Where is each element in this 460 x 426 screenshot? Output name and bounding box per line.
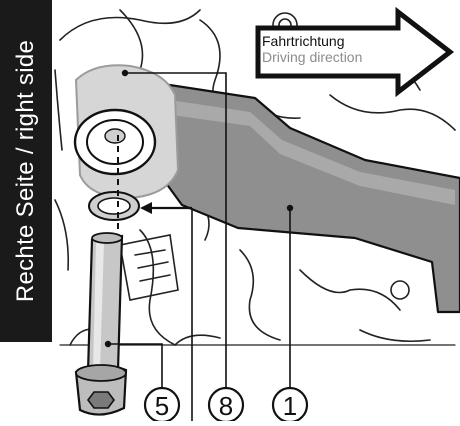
side-label-tab: Rechte Seite / right side: [0, 0, 52, 342]
callout-label-8: 8: [219, 391, 233, 421]
washer: [88, 191, 140, 221]
bracket-arm: [148, 80, 460, 314]
direction-label: Fahrtrichtung Driving direction: [262, 33, 402, 65]
bracket-boss: [73, 64, 180, 200]
direction-arrow: [255, 6, 455, 98]
washer-arrow: [140, 202, 192, 214]
hex-bolt: [74, 232, 128, 416]
direction-label-en: Driving direction: [262, 49, 363, 65]
leader-dots: [104, 69, 294, 348]
callout-label-1: 1: [283, 391, 297, 421]
side-label: Rechte Seite / right side: [12, 39, 39, 303]
callout-label-5: 5: [155, 391, 169, 421]
direction-label-de: Fahrtrichtung: [262, 33, 345, 49]
bracket-arm-shadow: [170, 100, 455, 205]
leader-lines: [108, 72, 291, 421]
